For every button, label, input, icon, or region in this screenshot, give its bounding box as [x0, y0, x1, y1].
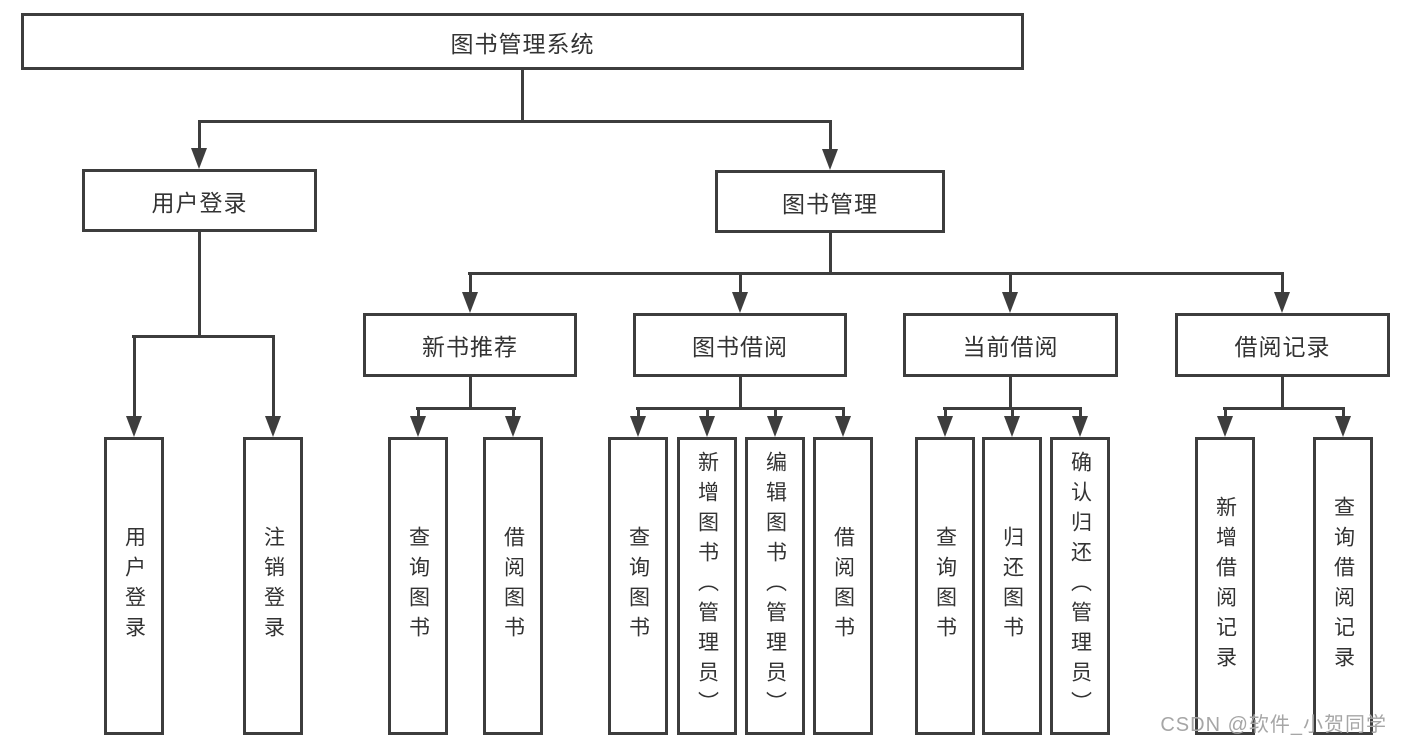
leaf-borrow-books: 借阅图书 [813, 437, 873, 735]
arrow-down-icon [1004, 416, 1020, 437]
connector-line [944, 407, 947, 419]
leaf-logout-login-label: 注销登录 [261, 526, 285, 646]
connector-line [468, 272, 1284, 275]
connector-line [469, 272, 472, 294]
node-new-book-recommend: 新书推荐 [363, 313, 577, 377]
leaf-add-borrow-record: 新增借阅记录 [1195, 437, 1255, 735]
leaf-query-books-borrow-label: 查询图书 [626, 526, 650, 646]
connector-line [521, 67, 524, 120]
node-user-login-label: 用户登录 [151, 189, 248, 216]
arrow-down-icon [732, 292, 748, 313]
leaf-query-books-recommend: 查询图书 [388, 437, 448, 735]
leaf-add-borrow-record-label: 新增借阅记录 [1213, 496, 1237, 676]
leaf-borrow-books-recommend-label: 借阅图书 [501, 526, 525, 646]
connector-line [132, 335, 275, 338]
connector-line [829, 231, 832, 272]
connector-line [512, 407, 515, 419]
connector-line [416, 407, 516, 410]
connector-line [1079, 407, 1082, 419]
leaf-add-book-admin-label: 新增图书（管理员） [695, 451, 719, 721]
connector-line [774, 407, 777, 419]
leaf-query-books-current-label: 查询图书 [933, 526, 957, 646]
connector-line [706, 407, 709, 419]
leaf-query-borrow-record: 查询借阅记录 [1313, 437, 1373, 735]
leaf-borrow-books-label: 借阅图书 [831, 526, 855, 646]
connector-line [739, 375, 742, 407]
connector-line [1011, 407, 1014, 419]
arrow-down-icon [1002, 292, 1018, 313]
connector-line [272, 335, 275, 420]
leaf-query-books-recommend-label: 查询图书 [406, 526, 430, 646]
arrow-down-icon [937, 416, 953, 437]
arrow-down-icon [699, 416, 715, 437]
arrow-down-icon [505, 416, 521, 437]
node-user-login: 用户登录 [82, 169, 317, 232]
arrow-down-icon [410, 416, 426, 437]
node-current-borrow: 当前借阅 [903, 313, 1118, 377]
connector-line [198, 230, 201, 335]
connector-line [636, 407, 845, 410]
leaf-query-borrow-record-label: 查询借阅记录 [1331, 496, 1355, 676]
leaf-add-book-admin: 新增图书（管理员） [677, 437, 737, 735]
node-book-borrow-label: 图书借阅 [692, 334, 788, 360]
leaf-edit-book-admin: 编辑图书（管理员） [745, 437, 805, 735]
connector-line [1281, 272, 1284, 294]
leaf-return-books: 归还图书 [982, 437, 1042, 735]
leaf-logout-login: 注销登录 [243, 437, 303, 735]
connector-line [1224, 407, 1227, 419]
connector-line [198, 120, 832, 123]
connector-line [1009, 375, 1012, 407]
connector-line [829, 120, 832, 150]
arrow-down-icon [1072, 416, 1088, 437]
arrow-down-icon [835, 416, 851, 437]
node-root-label: 图书管理系统 [450, 30, 595, 57]
connector-line [469, 375, 472, 407]
leaf-query-books-current: 查询图书 [915, 437, 975, 735]
connector-line [1223, 407, 1345, 410]
connector-line [1342, 407, 1345, 419]
arrow-down-icon [462, 292, 478, 313]
node-borrow-records: 借阅记录 [1175, 313, 1390, 377]
leaf-edit-book-admin-label: 编辑图书（管理员） [763, 451, 787, 721]
leaf-query-books-borrow: 查询图书 [608, 437, 668, 735]
connector-line [842, 407, 845, 419]
arrow-down-icon [191, 148, 207, 169]
leaf-return-books-label: 归还图书 [1000, 526, 1024, 646]
connector-line [637, 407, 640, 419]
node-borrow-records-label: 借阅记录 [1234, 334, 1331, 360]
connector-line [1281, 375, 1284, 407]
leaf-confirm-return-admin-label: 确认归还（管理员） [1068, 451, 1092, 721]
node-book-borrow: 图书借阅 [633, 313, 847, 377]
node-current-borrow-label: 当前借阅 [962, 334, 1059, 360]
arrow-down-icon [1217, 416, 1233, 437]
connector-line [417, 407, 420, 419]
connector-line [1009, 272, 1012, 294]
arrow-down-icon [630, 416, 646, 437]
connector-line [133, 335, 136, 420]
csdn-watermark: CSDN @软件_小贺同学 [1160, 714, 1387, 736]
connector-line [198, 120, 201, 150]
leaf-user-login-label: 用户登录 [122, 526, 146, 646]
arrow-down-icon [265, 416, 281, 437]
leaf-borrow-books-recommend: 借阅图书 [483, 437, 543, 735]
leaf-confirm-return-admin: 确认归还（管理员） [1050, 437, 1110, 735]
arrow-down-icon [767, 416, 783, 437]
leaf-user-login: 用户登录 [104, 437, 164, 735]
node-book-management: 图书管理 [715, 170, 945, 233]
connector-line [739, 272, 742, 294]
arrow-down-icon [1335, 416, 1351, 437]
node-book-management-label: 图书管理 [782, 190, 878, 217]
arrow-down-icon [126, 416, 142, 437]
node-new-book-recommend-label: 新书推荐 [422, 334, 518, 360]
arrow-down-icon [1274, 292, 1290, 313]
arrow-down-icon [822, 149, 838, 170]
node-root: 图书管理系统 [21, 13, 1024, 70]
